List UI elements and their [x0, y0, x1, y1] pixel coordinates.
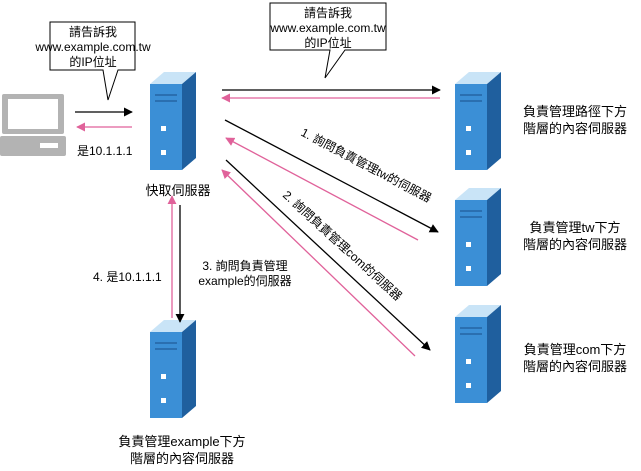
callout-client-line-3: 的IP位址 [69, 54, 116, 69]
server-icon [150, 72, 196, 170]
arrow-tw-to-cache [225, 137, 419, 241]
server-icon [150, 320, 196, 418]
server-icon [455, 305, 501, 403]
server-icon [455, 72, 501, 170]
cache-server-label: 快取伺服器 [145, 183, 210, 198]
tw-server-label-line-2: 階層的內容伺服器 [523, 237, 627, 252]
callout-cache-line-3: 的IP位址 [304, 35, 351, 50]
callout-client-line-1: 請告訴我 [69, 24, 117, 39]
arrow-cache-to-com [225, 159, 431, 351]
edge-label-ask-example-line-1: 3. 詢問負責管理 [202, 258, 287, 273]
arrow-com-to-cache [221, 169, 416, 357]
root-server-label-line-1: 負責管理路徑下方 [523, 104, 627, 119]
com-server-label-line-2: 階層的內容伺服器 [523, 359, 627, 374]
callout-client-request: 請告訴我 www.example.com.tw 的IP位址 [34, 21, 151, 101]
tw-server-label-line-1: 負責管理tw下方 [529, 220, 620, 235]
server-icon [455, 188, 501, 286]
arrow-cache-to-tw [224, 119, 439, 233]
edge-label-ask-tw: 1. 詢問負責管理tw的伺服器 [299, 124, 435, 205]
callout-client-line-2: www.example.com.tw [34, 40, 151, 54]
edge-label-reply-ip: 4. 是10.1.1.1 [93, 270, 162, 284]
example-server-label-line-1: 負責管理example下方 [118, 434, 245, 449]
edge-label-ask-example-line-2: example的伺服器 [198, 273, 291, 288]
callout-cache-line-2: www.example.com.tw [269, 21, 386, 35]
example-server-label-line-2: 階層的內容伺服器 [130, 451, 234, 466]
com-server-label-line-1: 負責管理com下方 [524, 342, 627, 357]
callout-cache-request: 請告訴我 www.example.com.tw 的IP位址 [269, 2, 387, 79]
client-label: 是10.1.1.1 [77, 144, 133, 158]
root-server-label-line-2: 階層的內容伺服器 [523, 121, 627, 136]
laptop-icon [0, 94, 66, 156]
callout-cache-line-1: 請告訴我 [304, 5, 352, 20]
